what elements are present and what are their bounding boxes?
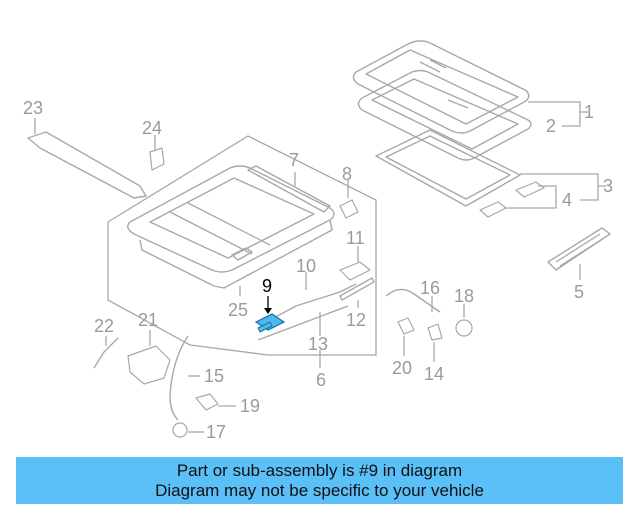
sunroof-glass (352, 40, 530, 134)
drain-hose-15 (169, 335, 189, 421)
callout-6: 6 (316, 370, 326, 390)
highlighted-part-9 (254, 313, 286, 333)
clip-24 (149, 147, 165, 171)
callout-24: 24 (142, 118, 162, 138)
rail-13 (257, 305, 349, 341)
bracket-8 (339, 199, 359, 219)
callout-15: 15 (204, 366, 224, 386)
callout-7: 7 (289, 150, 299, 170)
callout-16: 16 (420, 278, 440, 298)
callout-14: 14 (424, 364, 444, 384)
callout-12: 12 (346, 310, 366, 330)
callout-11: 11 (346, 228, 365, 248)
hose-22 (93, 337, 119, 369)
info-banner: Part or sub-assembly is #9 in diagram Di… (16, 457, 623, 504)
callout-25: 25 (228, 300, 248, 320)
callout-18: 18 (454, 286, 474, 306)
callout-8: 8 (342, 164, 352, 184)
module-21 (127, 345, 171, 385)
motor-11 (339, 261, 371, 281)
guide-tube-12 (339, 277, 375, 301)
callout-1: 1 (584, 102, 594, 122)
clip-19 (195, 393, 219, 411)
drive-cable-10 (269, 283, 357, 321)
banner-line-1: Part or sub-assembly is #9 in diagram (176, 460, 463, 480)
clip-20 (397, 317, 415, 335)
weatherstrip-23 (27, 131, 147, 199)
grommet-17 (172, 422, 188, 438)
wind-deflector (247, 165, 331, 213)
guide-rail (547, 227, 611, 271)
clip-14 (427, 323, 443, 341)
callout-9: 9 (262, 276, 272, 296)
grommet-18 (455, 319, 473, 337)
banner-line-2: Diagram may not be specific to your vehi… (155, 480, 484, 500)
callout-13: 13 (308, 334, 328, 354)
callout-4: 4 (562, 190, 572, 210)
callout-23: 23 (23, 98, 43, 118)
drain-tube-25 (231, 247, 253, 261)
callout-3: 3 (603, 176, 613, 196)
callout-10: 10 (296, 256, 316, 276)
callout-5: 5 (574, 282, 584, 302)
leader-lines (34, 101, 606, 433)
sunshade-panel (375, 129, 521, 207)
hose-16 (385, 288, 441, 313)
callout-2: 2 (546, 116, 556, 136)
exploded-parts-diagram: 1 2 3 4 5 6 7 8 9 10 11 12 13 14 15 16 1… (23, 40, 613, 442)
sunshade-handles (479, 181, 545, 218)
sunroof-frame (127, 165, 335, 289)
callout-20: 20 (392, 358, 412, 378)
callout-21: 21 (138, 310, 158, 330)
glass-seal (357, 69, 532, 161)
callout-22: 22 (94, 316, 114, 336)
assembly-outline-box (107, 135, 377, 356)
callout-17: 17 (206, 422, 226, 442)
callout-labels: 1 2 3 4 5 6 7 8 9 10 11 12 13 14 15 16 1… (23, 98, 613, 442)
callout-19: 19 (240, 396, 260, 416)
